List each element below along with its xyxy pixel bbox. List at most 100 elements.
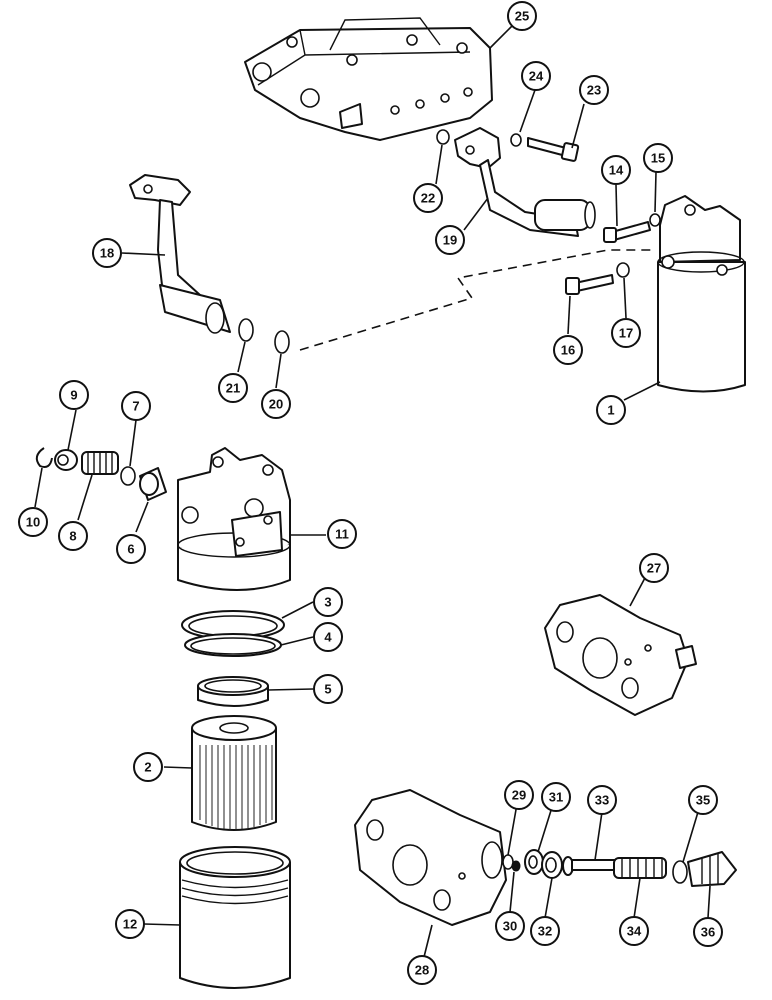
alignment-dashed-line [299, 249, 652, 351]
washer-21 [238, 318, 254, 342]
svg-text:19: 19 [443, 233, 457, 248]
svg-text:12: 12 [123, 917, 137, 932]
valve-block-part [244, 17, 493, 141]
svg-text:28: 28 [415, 963, 429, 978]
leader-lines [34, 25, 711, 958]
svg-text:35: 35 [696, 793, 710, 808]
svg-text:6: 6 [127, 542, 134, 557]
callout-7: 7 [121, 391, 151, 421]
svg-text:8: 8 [69, 529, 76, 544]
plug-9 [54, 449, 78, 471]
callout-32: 32 [530, 916, 560, 946]
svg-text:11: 11 [335, 527, 349, 542]
callout-9: 9 [59, 380, 89, 410]
svg-text:22: 22 [421, 191, 435, 206]
o-ring-20 [274, 330, 290, 354]
pipe-19-part [454, 127, 596, 237]
washer-17 [616, 262, 630, 278]
filter-assembly-1 [657, 195, 746, 393]
spring-34 [613, 857, 667, 879]
callout-5: 5 [313, 674, 343, 704]
callout-22: 22 [413, 183, 443, 213]
callout-23: 23 [579, 75, 609, 105]
svg-text:31: 31 [549, 790, 563, 805]
callout-21: 21 [218, 373, 248, 403]
svg-text:34: 34 [627, 924, 642, 939]
callout-35: 35 [688, 785, 718, 815]
callout-16: 16 [553, 335, 583, 365]
callout-4: 4 [313, 622, 343, 652]
svg-text:2: 2 [144, 760, 151, 775]
washer-29 [502, 854, 514, 870]
svg-text:14: 14 [609, 163, 624, 178]
bolt-14 [603, 221, 651, 243]
svg-text:33: 33 [595, 793, 609, 808]
callout-15: 15 [643, 143, 673, 173]
svg-text:4: 4 [324, 630, 332, 645]
filter-element-2 [191, 715, 277, 831]
svg-text:23: 23 [587, 83, 601, 98]
svg-text:7: 7 [132, 399, 139, 414]
callout-25: 25 [507, 1, 537, 31]
bolt-16 [565, 274, 614, 295]
callout-24: 24 [521, 61, 551, 91]
callout-36: 36 [693, 917, 723, 947]
svg-text:25: 25 [515, 9, 529, 24]
callout-28: 28 [407, 955, 437, 985]
bolt-23 [527, 137, 580, 162]
callout-3: 3 [313, 587, 343, 617]
callout-6: 6 [116, 534, 146, 564]
svg-text:27: 27 [647, 561, 661, 576]
svg-text:30: 30 [503, 919, 517, 934]
svg-text:1: 1 [607, 403, 614, 418]
ball-30 [511, 860, 521, 872]
callout-19: 19 [435, 225, 465, 255]
callout-27: 27 [639, 553, 669, 583]
callout-8: 8 [58, 521, 88, 551]
spring-8 [81, 451, 119, 475]
filter-head-11 [177, 447, 291, 591]
callout-12: 12 [115, 909, 145, 939]
callout-29: 29 [504, 780, 534, 810]
svg-text:5: 5 [324, 682, 331, 697]
washer-35 [672, 860, 688, 884]
callout-1: 1 [596, 395, 626, 425]
svg-text:20: 20 [269, 397, 283, 412]
plug-36 [687, 851, 737, 887]
plunger-33 [562, 856, 621, 876]
callout-20: 20 [261, 389, 291, 419]
svg-text:9: 9 [70, 388, 77, 403]
svg-text:32: 32 [538, 924, 552, 939]
svg-text:21: 21 [226, 381, 240, 396]
callout-31: 31 [541, 782, 571, 812]
callout-34: 34 [619, 916, 649, 946]
ring-5 [197, 676, 269, 707]
piston-6 [139, 467, 167, 501]
callout-33: 33 [587, 785, 617, 815]
svg-text:24: 24 [529, 69, 544, 84]
callout-30: 30 [495, 911, 525, 941]
housing-28 [354, 789, 507, 926]
svg-text:10: 10 [26, 515, 40, 530]
circlip-10 [35, 447, 53, 468]
callout-2: 2 [133, 752, 163, 782]
washer-7 [120, 466, 136, 486]
svg-text:36: 36 [701, 925, 715, 940]
washer-15 [649, 213, 661, 227]
svg-text:18: 18 [100, 246, 114, 261]
callout-11: 11 [327, 519, 357, 549]
svg-text:15: 15 [651, 151, 665, 166]
svg-text:3: 3 [324, 595, 331, 610]
seat-32 [541, 851, 563, 879]
svg-text:29: 29 [512, 788, 526, 803]
callout-18: 18 [92, 238, 122, 268]
callout-17: 17 [611, 318, 641, 348]
housing-27 [544, 594, 697, 716]
filter-bowl-12 [179, 846, 291, 989]
seat-31 [524, 849, 544, 875]
callout-14: 14 [601, 155, 631, 185]
svg-text:16: 16 [561, 343, 575, 358]
callout-10: 10 [18, 507, 48, 537]
o-ring-22 [436, 129, 450, 145]
